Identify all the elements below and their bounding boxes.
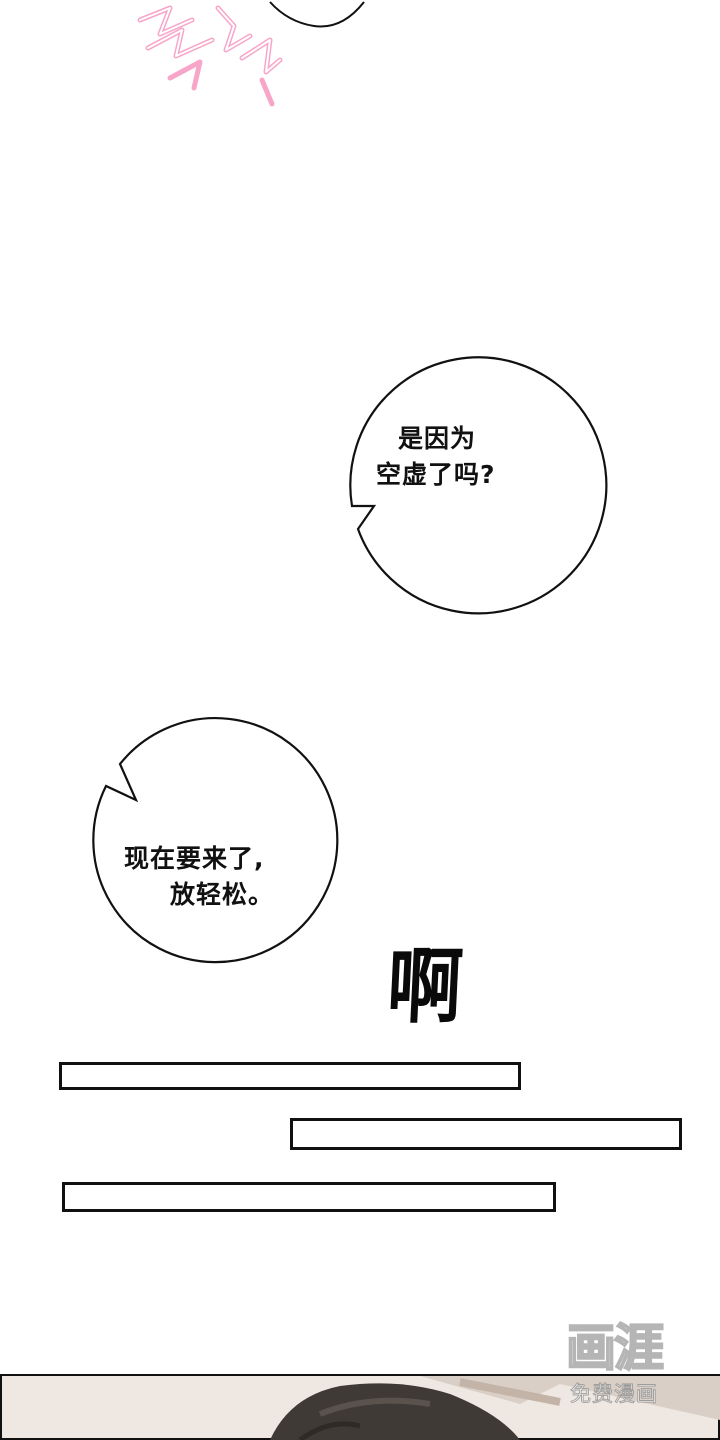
narration-bar-2 xyxy=(290,1118,682,1150)
speech-bubble-2 xyxy=(92,717,339,964)
sfx-big-text: 啊 xyxy=(384,940,464,1035)
narration-bar-1 xyxy=(59,1062,521,1090)
watermark-logo: 画涯 xyxy=(565,1318,665,1378)
bubble-1-line-1: 是因为 xyxy=(398,424,477,453)
watermark: 画涯 免费漫画 xyxy=(560,1316,690,1416)
bottom-panel-artwork xyxy=(0,1374,720,1440)
bubble-2-line-2: 放轻松。 xyxy=(170,880,275,909)
pink-sfx-scribble xyxy=(137,5,283,107)
speech-bubble-1 xyxy=(349,356,608,615)
bubble-2-line-1: 现在要来了, xyxy=(124,844,265,873)
bubble-1-line-2: 空虚了吗? xyxy=(376,460,496,489)
narration-bar-3 xyxy=(62,1182,556,1212)
previous-bubble-fragment xyxy=(269,1,365,28)
watermark-subtitle: 免费漫画 xyxy=(570,1382,658,1407)
